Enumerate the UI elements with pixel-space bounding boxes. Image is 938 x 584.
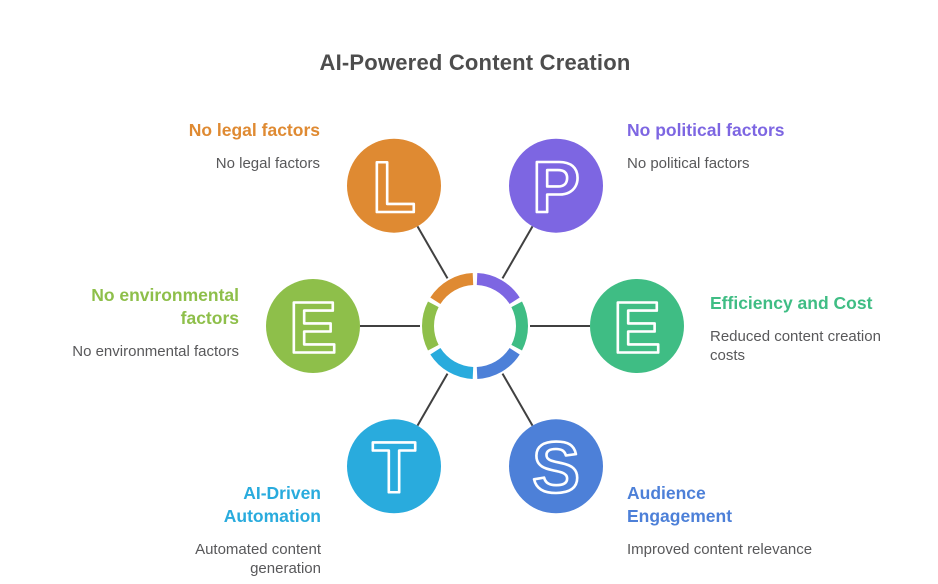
ring-segment-legal — [430, 273, 474, 305]
heading-economic: Efficiency and Cost — [710, 293, 873, 313]
node-circle-social — [509, 419, 603, 514]
spoke-legal — [416, 225, 449, 279]
heading-legal: No legal factors — [188, 120, 320, 140]
heading-technological: AI-Driven Automation — [223, 483, 321, 526]
heading-political: No political factors — [627, 120, 785, 140]
node-circle-technological — [347, 419, 441, 514]
textblock-technological: AI-Driven Automation Automated content g… — [91, 482, 321, 578]
textblock-economic: Efficiency and Cost Reduced content crea… — [710, 292, 920, 365]
node-circle-legal — [347, 138, 441, 233]
ring-segment-environmental — [422, 301, 439, 351]
spoke-technological — [416, 373, 449, 427]
textblock-political: No political factors No political factor… — [627, 119, 877, 173]
textblock-social: Audience Engagement Improved content rel… — [627, 482, 877, 559]
heading-social: Audience Engagement — [627, 483, 733, 526]
node-letter-economic: E — [613, 288, 661, 368]
node-letter-political: P — [532, 148, 580, 228]
node-letter-social: S — [532, 429, 580, 509]
description-political: No political factors — [627, 155, 750, 172]
node-circle-environmental — [266, 279, 360, 373]
textblock-environmental: No environmental factors No environmenta… — [9, 284, 239, 361]
node-letter-environmental: E — [289, 288, 337, 368]
node-circle-economic — [590, 279, 684, 373]
ring-segment-technological — [430, 347, 474, 379]
ring-segment-economic — [511, 301, 528, 351]
node-circle-political — [509, 138, 603, 233]
description-social: Improved content relevance — [627, 541, 813, 558]
textblock-legal: No legal factors No legal factors — [80, 119, 320, 173]
spoke-social — [501, 373, 534, 427]
node-letter-technological: T — [372, 429, 416, 509]
description-environmental: No environmental factors — [72, 343, 239, 360]
page-title: AI-Powered Content Creation — [319, 50, 631, 75]
heading-environmental: No environmental factors — [91, 285, 239, 328]
description-economic: Reduced content creation costs — [710, 328, 881, 364]
ring-segment-social — [476, 347, 520, 379]
ring-segment-political — [476, 273, 520, 305]
description-legal: No legal factors — [215, 155, 320, 172]
description-technological: Automated content generation — [195, 541, 321, 577]
node-letter-legal: L — [372, 148, 416, 228]
spoke-political — [501, 225, 534, 279]
